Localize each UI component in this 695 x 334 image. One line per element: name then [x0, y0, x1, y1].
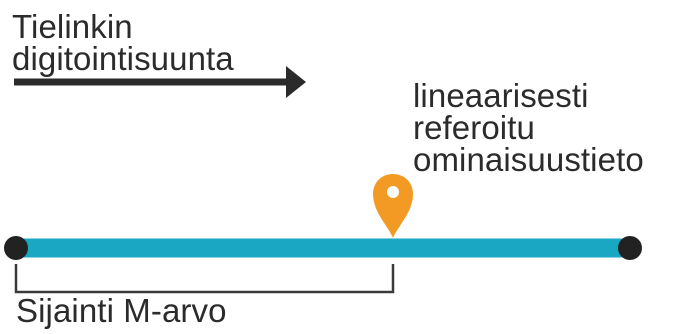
direction-label-line-2: digitointisuunta: [12, 40, 234, 77]
feature-label-line-2: referoitu: [413, 109, 535, 146]
map-pin-icon: [373, 174, 413, 238]
direction-arrow-head: [286, 66, 306, 98]
arrow-right-icon: [14, 66, 306, 98]
direction-label: Tielinkin digitointisuunta: [12, 8, 234, 77]
link-end-node-icon: [618, 236, 642, 260]
link-start-node-icon: [4, 236, 28, 260]
map-pin-hole: [387, 186, 399, 198]
map-pin-body: [373, 174, 413, 238]
m-value-bracket: [14, 264, 395, 294]
feature-label-line-3: ominaisuustieto: [413, 141, 644, 178]
feature-label-line-1: lineaarisesti: [413, 77, 589, 114]
feature-label: lineaarisesti referoitu ominaisuustieto: [413, 77, 644, 178]
direction-label-line-1: Tielinkin: [12, 8, 133, 45]
position-m-value-label: Sijainti M-arvo: [16, 292, 227, 329]
